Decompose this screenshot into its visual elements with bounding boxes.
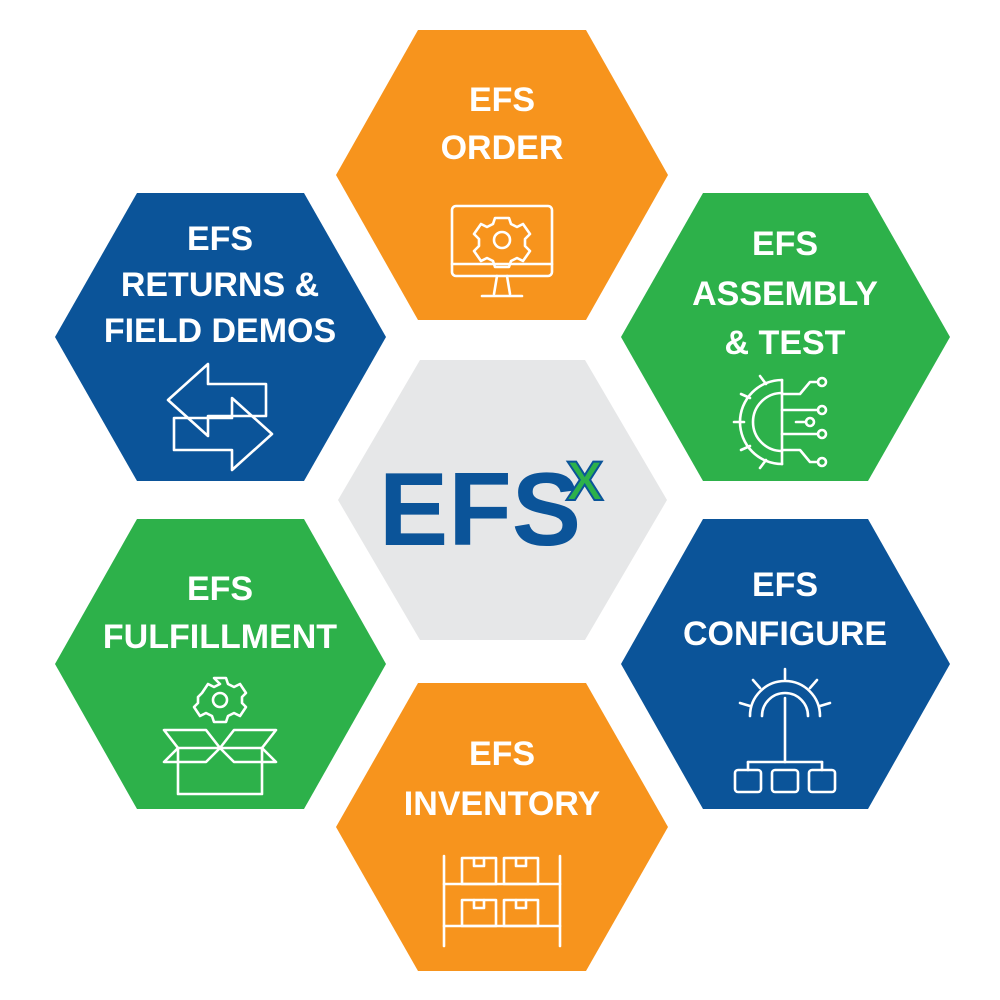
center-label: EFS [379,452,581,568]
hex-returns-line-2: RETURNS & [121,266,319,304]
hex-returns-line-1: EFS [187,220,253,258]
exchange-arrows-icon [166,362,274,472]
circuit-gear-icon [732,374,828,470]
warehouse-shelf-icon [442,854,562,948]
hex-fulfillment-shape [55,519,386,809]
hex-configure-shape [621,519,950,809]
center-hex: EFS X [338,360,667,640]
hex-configure: EFS CONFIGURE [621,519,950,809]
hex-inventory: EFS INVENTORY [336,683,668,971]
hex-order-line-1: EFS [469,81,535,119]
hex-configure-line-1: EFS [752,566,818,604]
monitor-gear-icon [450,204,554,298]
hex-assembly-shape [621,193,950,481]
box-gear-icon [162,676,278,796]
hex-assembly-line-3: & TEST [725,324,846,362]
hex-order-line-2: ORDER [441,129,564,167]
center-hex-shape [338,360,667,640]
hex-inventory-line-2: INVENTORY [404,785,601,823]
hex-assembly-line-2: ASSEMBLY [692,275,878,313]
hex-returns-line-3: FIELD DEMOS [104,312,336,350]
center-superscript: X [566,449,603,512]
hex-inventory-shape [336,683,668,971]
hex-order-shape [336,30,668,320]
hex-inventory-line-1: EFS [469,735,535,773]
hex-fulfillment: EFS FULFILLMENT [55,519,386,809]
hex-fulfillment-line-2: FULFILLMENT [103,618,337,656]
hex-assembly-line-1: EFS [752,225,818,263]
hex-assembly: EFS ASSEMBLY & TEST [621,193,950,481]
hex-configure-line-2: CONFIGURE [683,615,887,653]
hex-order: EFS ORDER [336,30,668,320]
gear-hierarchy-icon [733,667,837,794]
hex-returns: EFS RETURNS & FIELD DEMOS [55,193,386,481]
hex-returns-shape [55,193,386,481]
hex-fulfillment-line-1: EFS [187,570,253,608]
